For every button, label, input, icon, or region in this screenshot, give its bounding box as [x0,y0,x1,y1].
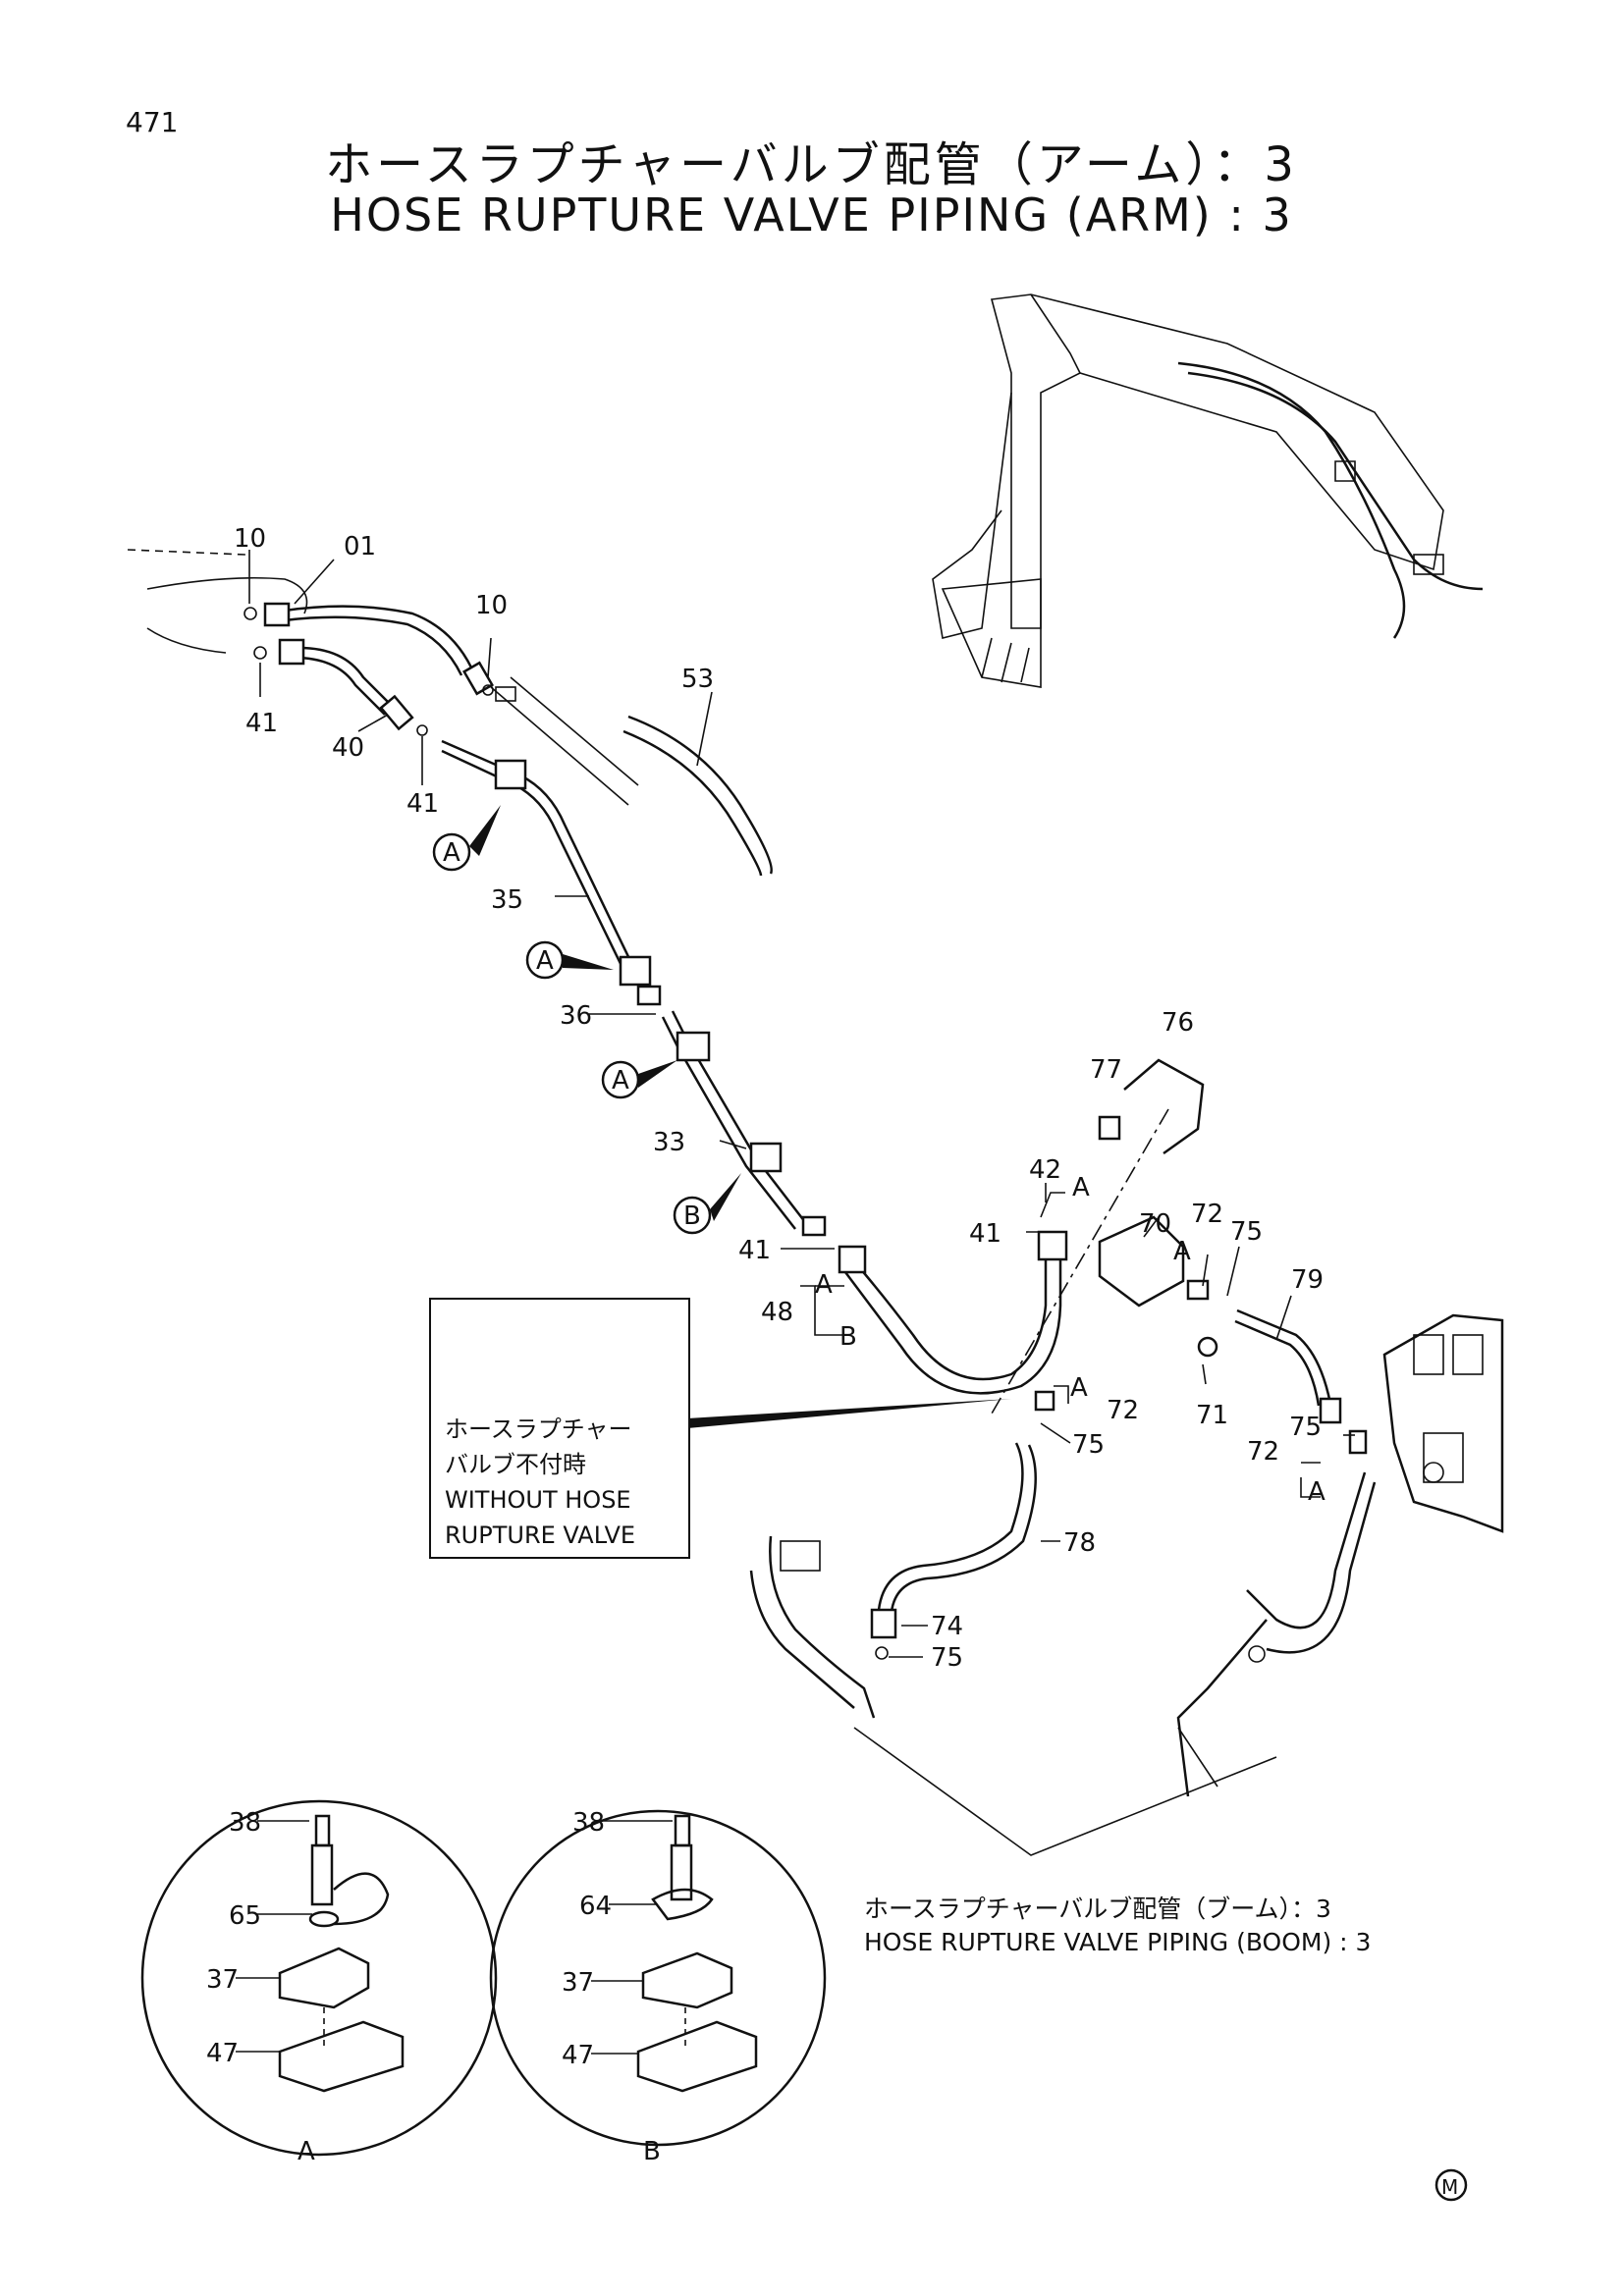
callout-41: 41 [245,709,278,738]
pipe-33 [661,1010,827,1237]
page-title-japanese: ホースラプチャーバルブ配管（アーム）：3 [325,137,1298,192]
ref-circle-a-2 [525,940,614,980]
callout-47: 47 [562,2041,594,2070]
centerline [991,1108,1169,1415]
hose-40 [253,638,428,736]
callout-71: 71 [1196,1401,1228,1430]
callout-48: 48 [761,1298,793,1327]
hose-01 [243,602,516,702]
boom-reference-japanese: ホースラプチャーバルブ配管（ブーム）：3 [864,1895,1331,1923]
pipe-35 [441,739,662,1006]
callout-75: 75 [1289,1413,1322,1442]
valve-block-70 [1098,1215,1218,1358]
callout-10: 10 [234,524,266,554]
callout-72: 72 [1247,1437,1279,1467]
callout-76: 76 [1162,1008,1194,1038]
callout-42: 42 [1029,1155,1061,1185]
boom-piping-reference: ホースラプチャーバルブ配管（ブーム）：3 HOSE RUPTURE VALVE … [864,1893,1371,1959]
detail-label-b: B [643,2137,661,2166]
callout-36: 36 [560,1001,592,1031]
callout-33: 33 [653,1128,685,1157]
manufacturer-mark: M [1441,2175,1458,2199]
inset-note-line: バルブ不付時 [445,1451,586,1478]
callout-77: 77 [1090,1055,1122,1085]
callout-75: 75 [1230,1217,1263,1247]
callout-37: 37 [562,1968,594,1998]
callout-72: 72 [1191,1200,1223,1229]
inset-pointer [687,1399,1011,1428]
callout-75: 75 [1072,1430,1105,1460]
ref-b: B [683,1201,701,1231]
manufacturer-mark-circle [1434,2168,1468,2202]
ref-a: A [1072,1173,1090,1202]
arm-outline-left [127,549,639,806]
detail-circle-b [489,1809,827,2147]
callout-53: 53 [681,665,714,694]
callout-40: 40 [332,733,364,763]
detail-label-a: A [298,2137,315,2166]
ref-circle-b-1 [673,1173,741,1235]
callout-35: 35 [491,885,523,915]
inset-note-line: WITHOUT HOSE [445,1486,631,1514]
callout-72: 72 [1107,1396,1139,1425]
callout-47: 47 [206,2039,239,2068]
ref-a: A [612,1066,629,1095]
excavator-overview-sketch [932,294,1484,688]
ref-a: A [815,1270,833,1300]
detail-circle-a [140,1799,498,2157]
ref-a: A [1173,1237,1191,1266]
callout-79: 79 [1291,1265,1324,1295]
boom-piping-outline [749,1471,1377,1856]
ref-circle-a-1 [432,805,501,872]
hose-48 [838,1192,1068,1395]
bracket-76 [1098,1058,1205,1155]
callout-74: 74 [931,1612,963,1641]
leader-lines [236,550,1355,2055]
callout-70: 70 [1139,1209,1171,1239]
callout-38: 38 [229,1808,261,1838]
ref-circle-a-3 [601,1060,677,1099]
callout-41: 41 [406,789,439,819]
callout-64: 64 [579,1892,612,1921]
hose-78 [870,1390,1055,1660]
callout-65: 65 [229,1901,261,1931]
callout-41: 41 [738,1236,771,1265]
control-valve-block [1382,1313,1504,1533]
cover-53 [622,715,773,877]
callout-41: 41 [969,1219,1001,1249]
ref-a: A [1070,1373,1088,1403]
hose-79 [1234,1308,1368,1455]
page-title-english: HOSE RUPTURE VALVE PIPING (ARM) : 3 [330,188,1293,241]
inset-without-hose-rupture-valve [429,1298,690,1559]
ref-a: A [443,838,460,868]
callout-37: 37 [206,1965,239,1995]
callout-38: 38 [572,1808,605,1838]
page-number: 471 [126,106,179,138]
callout-75: 75 [931,1643,963,1673]
ref-a: A [1308,1477,1325,1507]
ref-b: B [839,1322,857,1352]
callout-01: 01 [344,532,376,561]
boom-reference-english: HOSE RUPTURE VALVE PIPING (BOOM) : 3 [864,1928,1372,1956]
callout-10: 10 [475,591,508,620]
inset-note: ホースラプチャー バルブ不付時 WITHOUT HOSE RUPTURE VAL… [445,1412,680,1553]
inset-note-line: ホースラプチャー [445,1415,632,1443]
inset-note-line: RUPTURE VALVE [445,1522,636,1549]
ref-a: A [536,946,554,976]
callout-78: 78 [1063,1528,1096,1558]
callout-labels: 10 01 10 41 40 41 53 35 36 33 41 48 42 7… [206,524,1458,2199]
